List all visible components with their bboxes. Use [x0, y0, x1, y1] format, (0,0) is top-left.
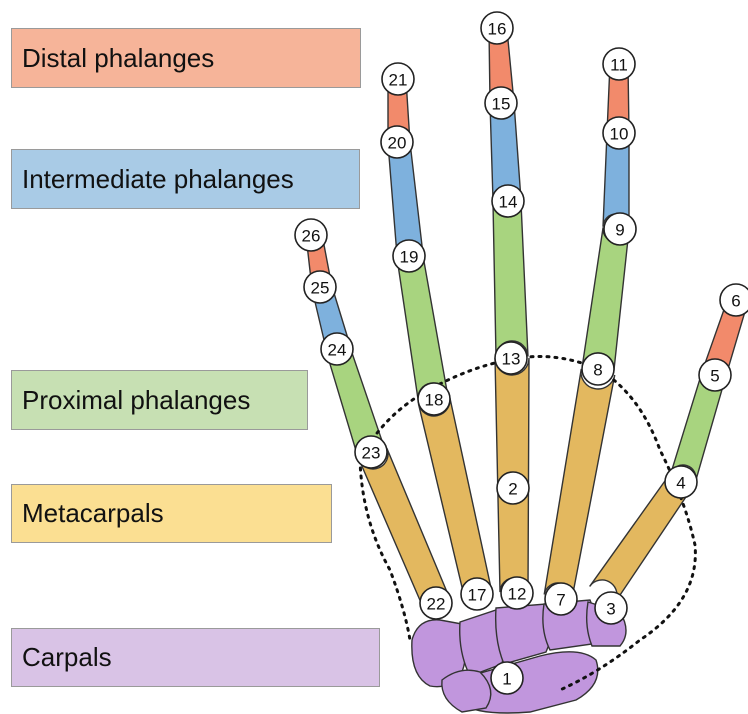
bone-label-18: 18 — [418, 383, 450, 415]
bone-label-1: 1 — [491, 662, 523, 694]
bone-label-26: 26 — [295, 219, 327, 251]
bone-label-14: 14 — [492, 185, 524, 217]
bone-label-10: 10 — [603, 117, 635, 149]
number-labels: 1234567891011121314151617181920212223242… — [295, 12, 748, 694]
bone-label-2: 2 — [497, 472, 529, 504]
svg-text:5: 5 — [710, 367, 719, 386]
svg-text:2: 2 — [508, 480, 517, 499]
svg-text:10: 10 — [610, 125, 629, 144]
bone-label-25: 25 — [304, 271, 336, 303]
svg-text:11: 11 — [610, 56, 628, 75]
bone-label-22: 22 — [420, 587, 452, 619]
bone-label-11: 11 — [603, 48, 635, 80]
bone-label-15: 15 — [485, 87, 517, 119]
svg-text:23: 23 — [362, 444, 381, 463]
svg-text:21: 21 — [389, 71, 408, 90]
svg-text:26: 26 — [302, 227, 321, 246]
svg-text:9: 9 — [615, 221, 624, 240]
svg-text:19: 19 — [400, 248, 419, 267]
proximal-phalanx-middle — [493, 203, 528, 358]
bone-label-13: 13 — [495, 342, 527, 374]
svg-text:24: 24 — [328, 341, 347, 360]
bone-label-21: 21 — [382, 63, 414, 95]
proximal-phalanx-ring — [397, 255, 448, 401]
svg-text:12: 12 — [508, 585, 527, 604]
bone-label-9: 9 — [604, 213, 636, 245]
svg-text:7: 7 — [556, 591, 565, 610]
bone-label-23: 23 — [355, 436, 387, 468]
svg-text:3: 3 — [606, 600, 615, 619]
carpal-lunate — [442, 670, 491, 712]
bone-label-19: 19 — [393, 240, 425, 272]
svg-text:16: 16 — [488, 20, 507, 39]
bone-label-12: 12 — [501, 577, 533, 609]
bone-label-4: 4 — [665, 466, 697, 498]
svg-text:17: 17 — [468, 586, 487, 605]
bones-layer — [306, 30, 747, 713]
bone-label-8: 8 — [582, 353, 614, 385]
svg-text:1: 1 — [502, 670, 511, 689]
bone-label-16: 16 — [481, 12, 513, 44]
bone-label-17: 17 — [461, 578, 493, 610]
svg-text:8: 8 — [593, 361, 602, 380]
svg-text:25: 25 — [311, 279, 330, 298]
bone-label-20: 20 — [381, 126, 413, 158]
bone-label-5: 5 — [699, 359, 731, 391]
svg-text:22: 22 — [427, 595, 446, 614]
bone-label-24: 24 — [321, 333, 353, 365]
svg-text:15: 15 — [492, 95, 511, 114]
bone-label-6: 6 — [720, 284, 748, 316]
metacarpal-index — [544, 369, 615, 599]
svg-text:13: 13 — [502, 350, 521, 369]
svg-text:4: 4 — [676, 474, 685, 493]
svg-text:14: 14 — [499, 193, 518, 212]
svg-text:20: 20 — [388, 134, 407, 153]
svg-text:18: 18 — [425, 391, 444, 410]
bone-label-7: 7 — [545, 583, 577, 615]
svg-text:6: 6 — [731, 292, 740, 311]
proximal-phalanx-index — [582, 227, 629, 371]
intermediate-phalanx-ring — [388, 142, 423, 256]
bone-label-3: 3 — [595, 592, 627, 624]
